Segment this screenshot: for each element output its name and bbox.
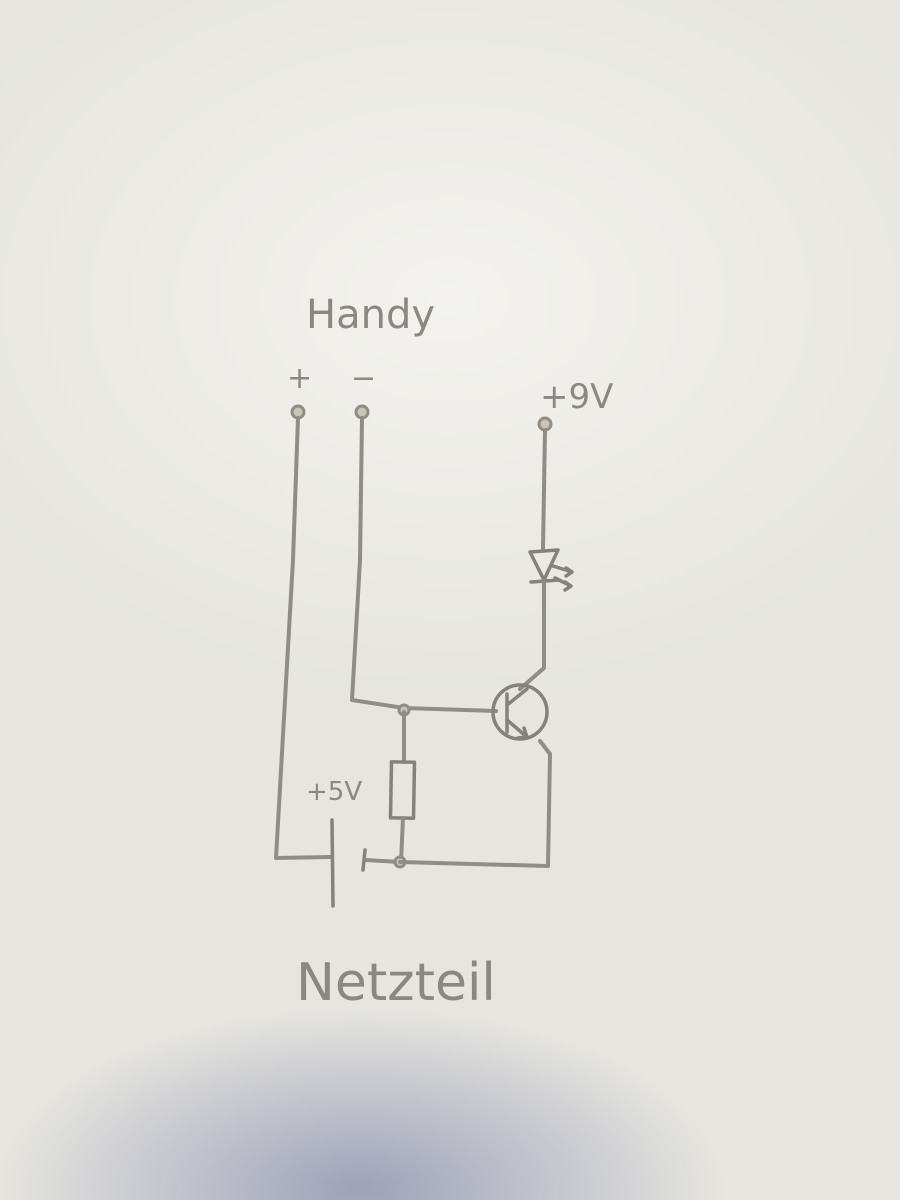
wire-led-collector — [518, 580, 546, 691]
wire-plus — [274, 416, 332, 860]
supply-5v-label: +5V — [306, 777, 362, 807]
dc-source — [330, 818, 367, 908]
netzteil-label: Netzteil — [296, 953, 496, 1013]
wire-resistor-bottom — [399, 816, 405, 864]
handy-label: Handy — [306, 292, 435, 338]
led — [528, 548, 574, 592]
supply-9v-label: +9V — [540, 377, 613, 417]
wire-base — [402, 706, 498, 713]
plus-terminal-label: + — [287, 361, 312, 396]
npn-transistor — [491, 683, 549, 741]
wire-9v — [541, 428, 547, 550]
wire-minus — [350, 416, 406, 710]
minus-terminal-label: − — [351, 361, 376, 396]
resistor — [388, 760, 417, 820]
wire-ground-return — [398, 739, 552, 868]
